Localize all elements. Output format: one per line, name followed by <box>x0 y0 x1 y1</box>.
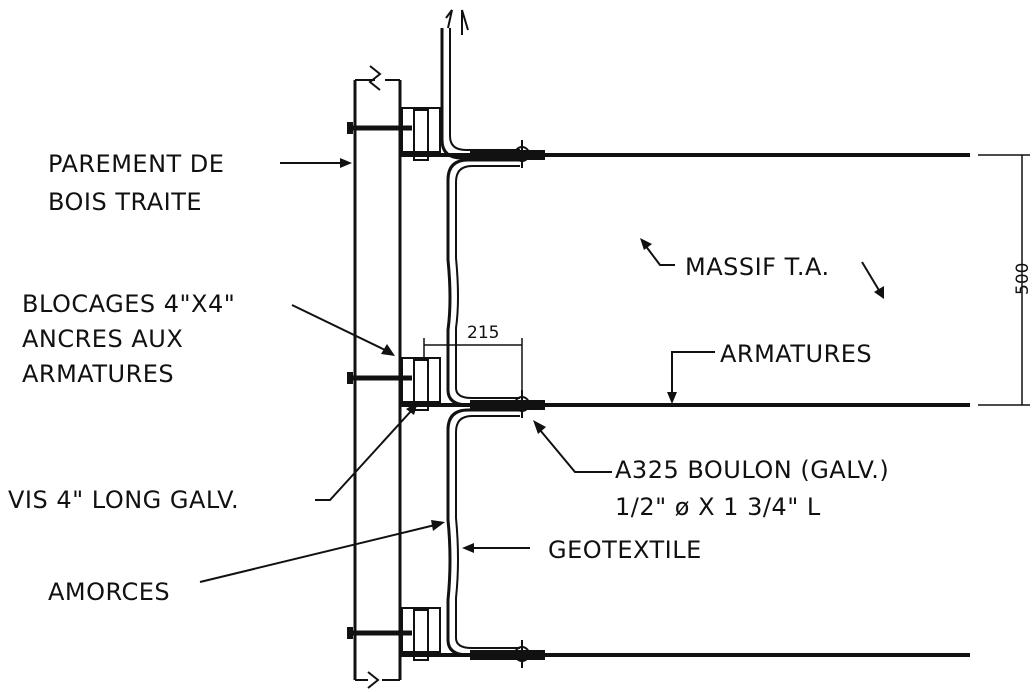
label-blocages-line1: BLOCAGES 4"X4" <box>22 290 235 318</box>
label-amorces: AMORCES <box>48 578 170 606</box>
label-boulon-line2: 1/2" ø X 1 3/4" L <box>615 493 821 521</box>
screws <box>347 122 412 639</box>
label-blocages-line2: ANCRES AUX <box>22 325 183 353</box>
anchor-blocks <box>401 107 441 661</box>
label-parement-line2: BOIS TRAITE <box>48 188 202 216</box>
dimension-215-text: 215 <box>467 323 499 343</box>
dimension-215: 215 <box>423 323 523 395</box>
labels: PAREMENT DE BOIS TRAITE BLOCAGES 4"X4" A… <box>8 150 889 606</box>
reinforcement-strips <box>400 150 970 660</box>
label-blocages-line3: ARMATURES <box>22 360 174 388</box>
label-vis: VIS 4" LONG GALV. <box>8 486 239 514</box>
leader-lines <box>199 158 884 583</box>
label-armatures: ARMATURES <box>720 340 872 368</box>
dimension-500-text: 500 <box>1013 263 1033 295</box>
label-boulon-line1: A325 BOULON (GALV.) <box>615 456 889 484</box>
label-massif: MASSIF T.A. <box>685 253 830 281</box>
dimension-500: 500 <box>978 154 1033 406</box>
label-parement-line1: PAREMENT DE <box>48 150 224 178</box>
label-geotextile: GEOTEXTILE <box>548 536 702 564</box>
